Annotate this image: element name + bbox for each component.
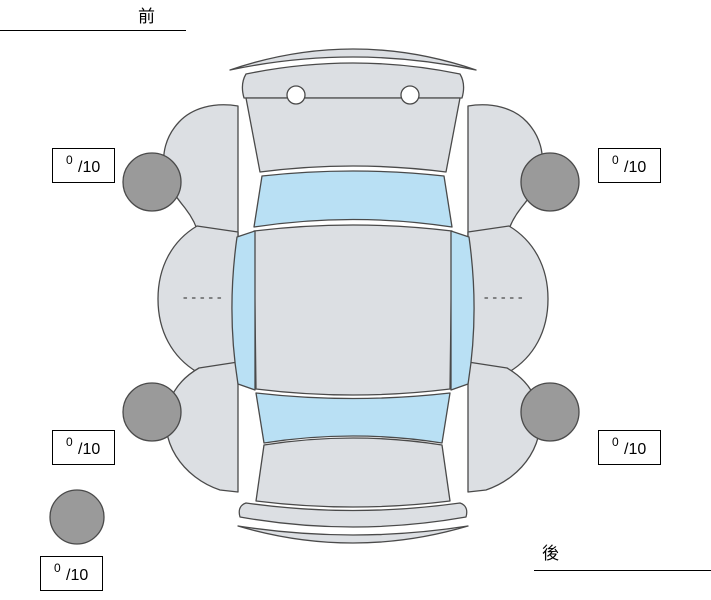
rear-bumper — [238, 502, 468, 528]
score-value: 0 — [612, 435, 619, 449]
rear-valance — [237, 525, 469, 544]
tires — [49, 152, 580, 545]
trunk — [255, 437, 451, 508]
hood — [245, 97, 461, 173]
score-max: /10 — [78, 159, 101, 176]
side-window-left — [231, 230, 256, 391]
tire-score-spare: 0 /10 — [40, 556, 103, 591]
hood-circle-right — [400, 85, 420, 105]
tire-score-rear-right: 0 /10 — [598, 430, 661, 465]
rear-underline — [534, 570, 711, 571]
windshield — [253, 170, 453, 228]
score-value: 0 — [612, 153, 619, 167]
roof — [253, 224, 453, 396]
score-max: /10 — [78, 441, 101, 458]
tire-score-rear-left: 0 /10 — [52, 430, 115, 465]
rear-label: 後 — [542, 544, 559, 563]
tire-front-left — [122, 152, 182, 212]
front-spoiler — [229, 48, 477, 71]
tire-rear-left — [122, 382, 182, 442]
right-side-panels — [467, 104, 549, 493]
tire-spare — [49, 489, 105, 545]
score-value: 0 — [66, 435, 73, 449]
side-window-right — [450, 230, 475, 391]
door-panel-left — [157, 225, 239, 373]
tire-front-right — [520, 152, 580, 212]
front-label: 前 — [138, 7, 155, 26]
hood-circle-left — [286, 85, 306, 105]
front-underline — [0, 30, 186, 31]
front-bumper — [241, 62, 465, 99]
score-max: /10 — [624, 441, 647, 458]
score-value: 0 — [54, 561, 61, 575]
tire-rear-right — [520, 382, 580, 442]
score-value: 0 — [66, 153, 73, 167]
tire-score-front-right: 0 /10 — [598, 148, 661, 183]
score-max: /10 — [624, 159, 647, 176]
tire-score-front-left: 0 /10 — [52, 148, 115, 183]
hood-details — [286, 85, 420, 105]
left-side-panels — [157, 104, 239, 493]
score-max: /10 — [66, 567, 89, 584]
rear-window — [255, 392, 451, 444]
windows — [231, 170, 475, 444]
door-panel-right — [467, 225, 549, 373]
body-panels — [157, 48, 549, 544]
